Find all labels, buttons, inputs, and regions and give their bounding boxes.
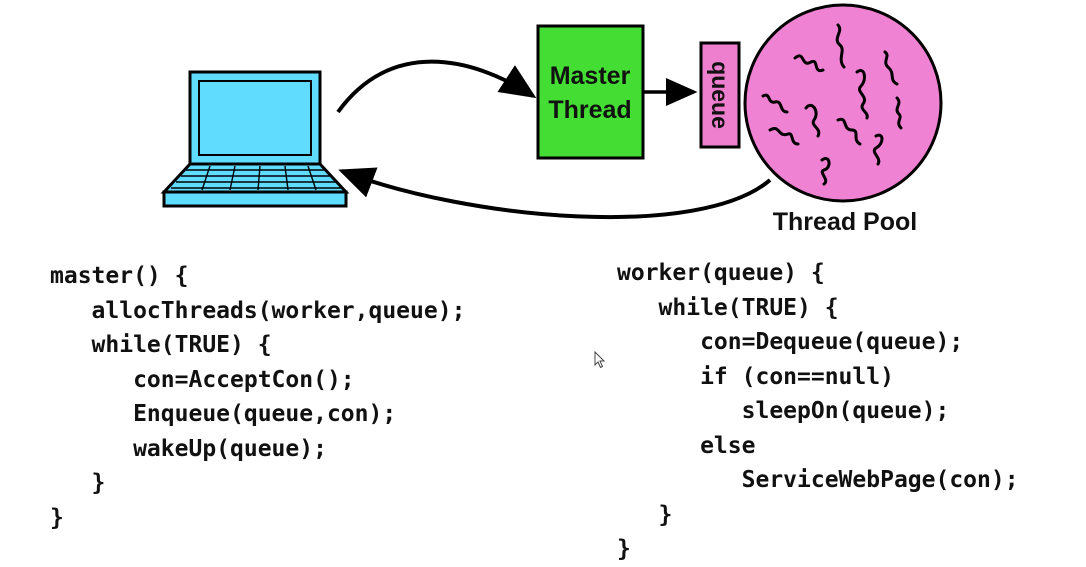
thread-pool-diagram: Master Thread queue Thread Pool — [160, 3, 943, 236]
worker-code-line: sleepOn(queue); — [617, 398, 950, 424]
worker-code-line: worker(queue) { — [617, 260, 825, 286]
master-code-line: Enqueue(queue,con); — [50, 401, 397, 427]
master-code-line: while(TRUE) { — [50, 332, 272, 358]
master-code-line: wakeUp(queue); — [50, 435, 327, 462]
worker-code-line: while(TRUE) { — [617, 294, 839, 321]
master-thread-box: Master Thread — [536, 24, 645, 160]
master-box-label-line2: Thread — [548, 96, 631, 124]
request-arrow — [336, 59, 537, 114]
master-code-block: master() { allocThreads(worker,queue); w… — [50, 259, 465, 535]
worker-code-line: } — [617, 501, 673, 528]
worker-code-line: } — [617, 536, 631, 562]
thread-pool-circle — [743, 3, 943, 203]
master-box-label-line1: Master — [550, 62, 631, 90]
master-code-line: con=AcceptCon(); — [50, 366, 355, 393]
worker-code-line: con=Dequeue(queue); — [617, 329, 964, 355]
response-arrow — [338, 167, 772, 220]
mouse-cursor-icon — [594, 351, 606, 369]
worker-code-line: if (con==null) — [617, 363, 894, 390]
thread-pool-label: Thread Pool — [773, 208, 917, 236]
queue-label: queue — [707, 61, 733, 129]
worker-code-block: worker(queue) { while(TRUE) { con=Dequeu… — [617, 256, 1019, 567]
master-code-line: allocThreads(worker,queue); — [50, 297, 466, 324]
laptop-icon — [160, 70, 350, 208]
queue-box: queue — [699, 41, 741, 149]
master-code-line: } — [50, 504, 64, 531]
master-code-line: master() { — [50, 263, 189, 289]
master-code-line: } — [50, 470, 106, 496]
worker-code-line: else — [617, 432, 756, 459]
worker-code-line: ServiceWebPage(con); — [617, 467, 1019, 493]
